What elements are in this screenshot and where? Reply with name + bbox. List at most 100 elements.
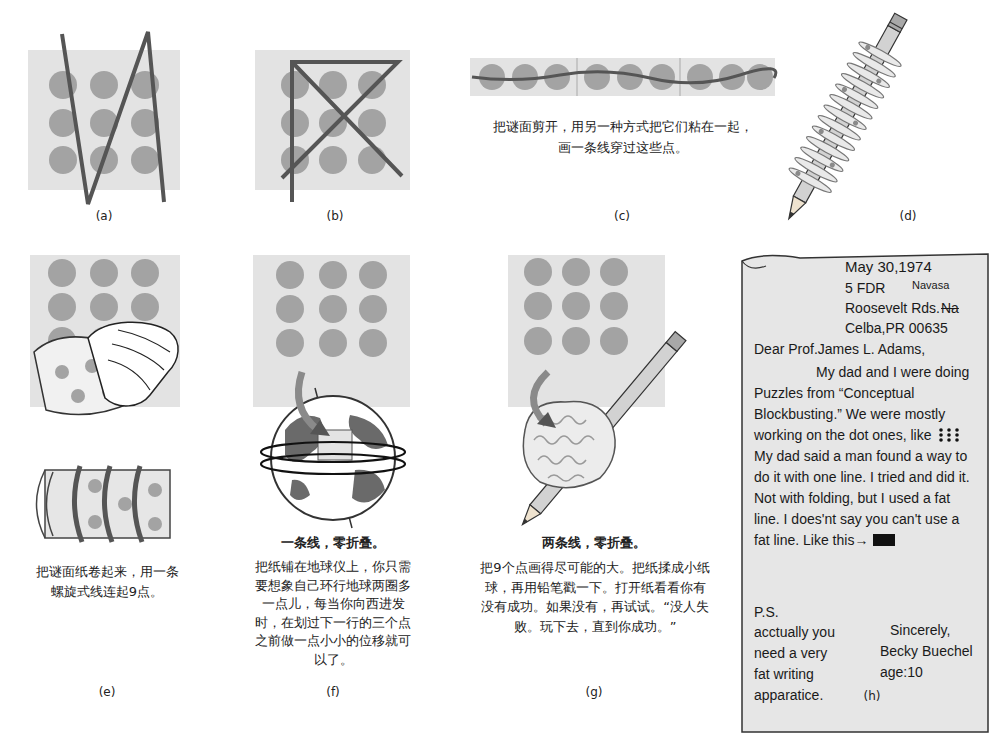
illustration-part <box>470 58 775 96</box>
illustration-part <box>131 259 159 287</box>
panel-letter: (b) <box>315 208 355 224</box>
illustration-part <box>71 389 85 403</box>
illustration-part <box>359 295 387 323</box>
illustration-part <box>524 327 552 355</box>
illustration-part <box>888 13 907 32</box>
illustration-part <box>88 515 102 529</box>
illustration-part <box>90 259 118 287</box>
illustration-part <box>62 32 164 204</box>
illustration-part <box>319 295 347 323</box>
illustration-part <box>282 62 402 202</box>
illustration-part <box>310 420 330 436</box>
puzzle-a <box>28 32 180 204</box>
panel-letter: (g) <box>574 684 614 700</box>
dot <box>956 438 960 442</box>
letter-paragraph: My dad and I were doing Puzzles from “Co… <box>754 362 978 551</box>
illustration-part <box>517 505 541 529</box>
illustration-part <box>253 255 410 407</box>
illustration-part <box>521 519 528 526</box>
illustration-part <box>359 329 387 357</box>
illustration-part <box>600 292 628 320</box>
illustration-part <box>319 261 347 289</box>
illustration-part <box>864 44 871 51</box>
puzzle-b <box>255 50 410 202</box>
letter-text: 5 FDR <box>845 280 885 296</box>
illustration-part <box>148 483 162 497</box>
pencil-spiral <box>768 5 922 230</box>
illustration-part <box>537 412 556 428</box>
illustration-part <box>666 332 686 352</box>
illustration-part <box>319 146 347 174</box>
illustration-part <box>795 170 802 177</box>
illustration-part <box>49 146 77 174</box>
illustration-part <box>55 365 69 379</box>
illustration-part <box>148 517 162 531</box>
illustration-part <box>88 479 102 493</box>
illustration-part <box>48 293 76 321</box>
caption-text: 把9个点画得尽可能的大。把纸揉成小纸球，再用铅笔戳一下。打开纸看看你有没有成功。… <box>480 558 710 636</box>
letter-text: My dad and I were doing Puzzles from “Co… <box>754 364 969 443</box>
illustration-part <box>787 39 903 195</box>
illustration-part <box>276 295 304 323</box>
illustration-part <box>261 442 405 462</box>
illustration-part <box>524 292 552 320</box>
illustration-part <box>841 86 848 93</box>
illustration-part <box>562 327 590 355</box>
illustration-part <box>829 162 836 169</box>
illustration-part <box>298 372 318 430</box>
letter-text: P.S. <box>754 604 779 620</box>
illustration-part <box>88 479 162 531</box>
illustration-part <box>562 258 590 286</box>
caption-text: 把谜面剪开，用另一种方式把它们粘在一起，画一条线穿过这些点。 <box>490 116 755 158</box>
dot <box>948 438 952 442</box>
illustration-part <box>679 58 681 96</box>
illustration-part <box>852 120 859 127</box>
letter-text: Navasa <box>912 279 949 291</box>
letter-text: Roosevelt Rds. <box>845 300 940 316</box>
dot <box>948 428 952 432</box>
illustration-part <box>472 69 776 83</box>
illustration-part <box>118 497 132 511</box>
illustration-part <box>90 293 118 321</box>
illustration-part <box>649 64 675 90</box>
illustration-part <box>359 261 387 289</box>
illustration-part <box>818 128 825 135</box>
illustration-part <box>875 78 882 85</box>
panel-letter: (e) <box>87 684 127 700</box>
illustration-part <box>90 71 118 99</box>
illustration-part <box>783 196 806 222</box>
illustration-part <box>108 330 170 390</box>
illustration-part <box>890 22 902 29</box>
illustration-part <box>281 109 309 137</box>
paper-sheet <box>742 254 988 732</box>
dot <box>940 433 944 437</box>
illustration-part <box>131 293 159 321</box>
illustration-part <box>524 258 552 286</box>
illustration-part <box>857 39 903 69</box>
dot <box>940 428 944 432</box>
illustration-part <box>352 470 385 503</box>
illustration-part <box>584 64 610 90</box>
illustration-part <box>576 58 578 96</box>
illustration-part <box>88 322 178 406</box>
panel-letter: (h) <box>852 688 892 704</box>
illustration-part <box>74 466 142 542</box>
illustration-part <box>276 261 387 357</box>
letter-paper: May 30,19745 FDRNavasaRoosevelt Rds.Celb… <box>740 252 991 734</box>
caption-text: 把纸铺在地球仪上，你只需要想象自己环行地球两圈多一点儿，每当你向西进发时，在划过… <box>252 558 414 669</box>
illustration-part <box>276 329 304 357</box>
letter-text: acctually you need a very fat writing ap… <box>754 622 840 706</box>
letter-text: Dear Prof.James L. Adams, <box>754 341 925 357</box>
illustration-part <box>600 327 628 355</box>
puzzle-c-strip <box>470 58 776 96</box>
letter-text: Becky Buechel <box>880 643 973 659</box>
illustration-part <box>281 71 386 174</box>
fat-line <box>873 534 895 546</box>
caption-text: 把谜面纸卷起来，用一条螺旋式线连起9点。 <box>32 562 182 602</box>
puzzle-g <box>508 255 686 529</box>
panel-letter: (c) <box>602 208 642 224</box>
panel-letter: (a) <box>84 208 124 224</box>
illustration-part <box>261 454 405 474</box>
illustration-part <box>358 146 386 174</box>
